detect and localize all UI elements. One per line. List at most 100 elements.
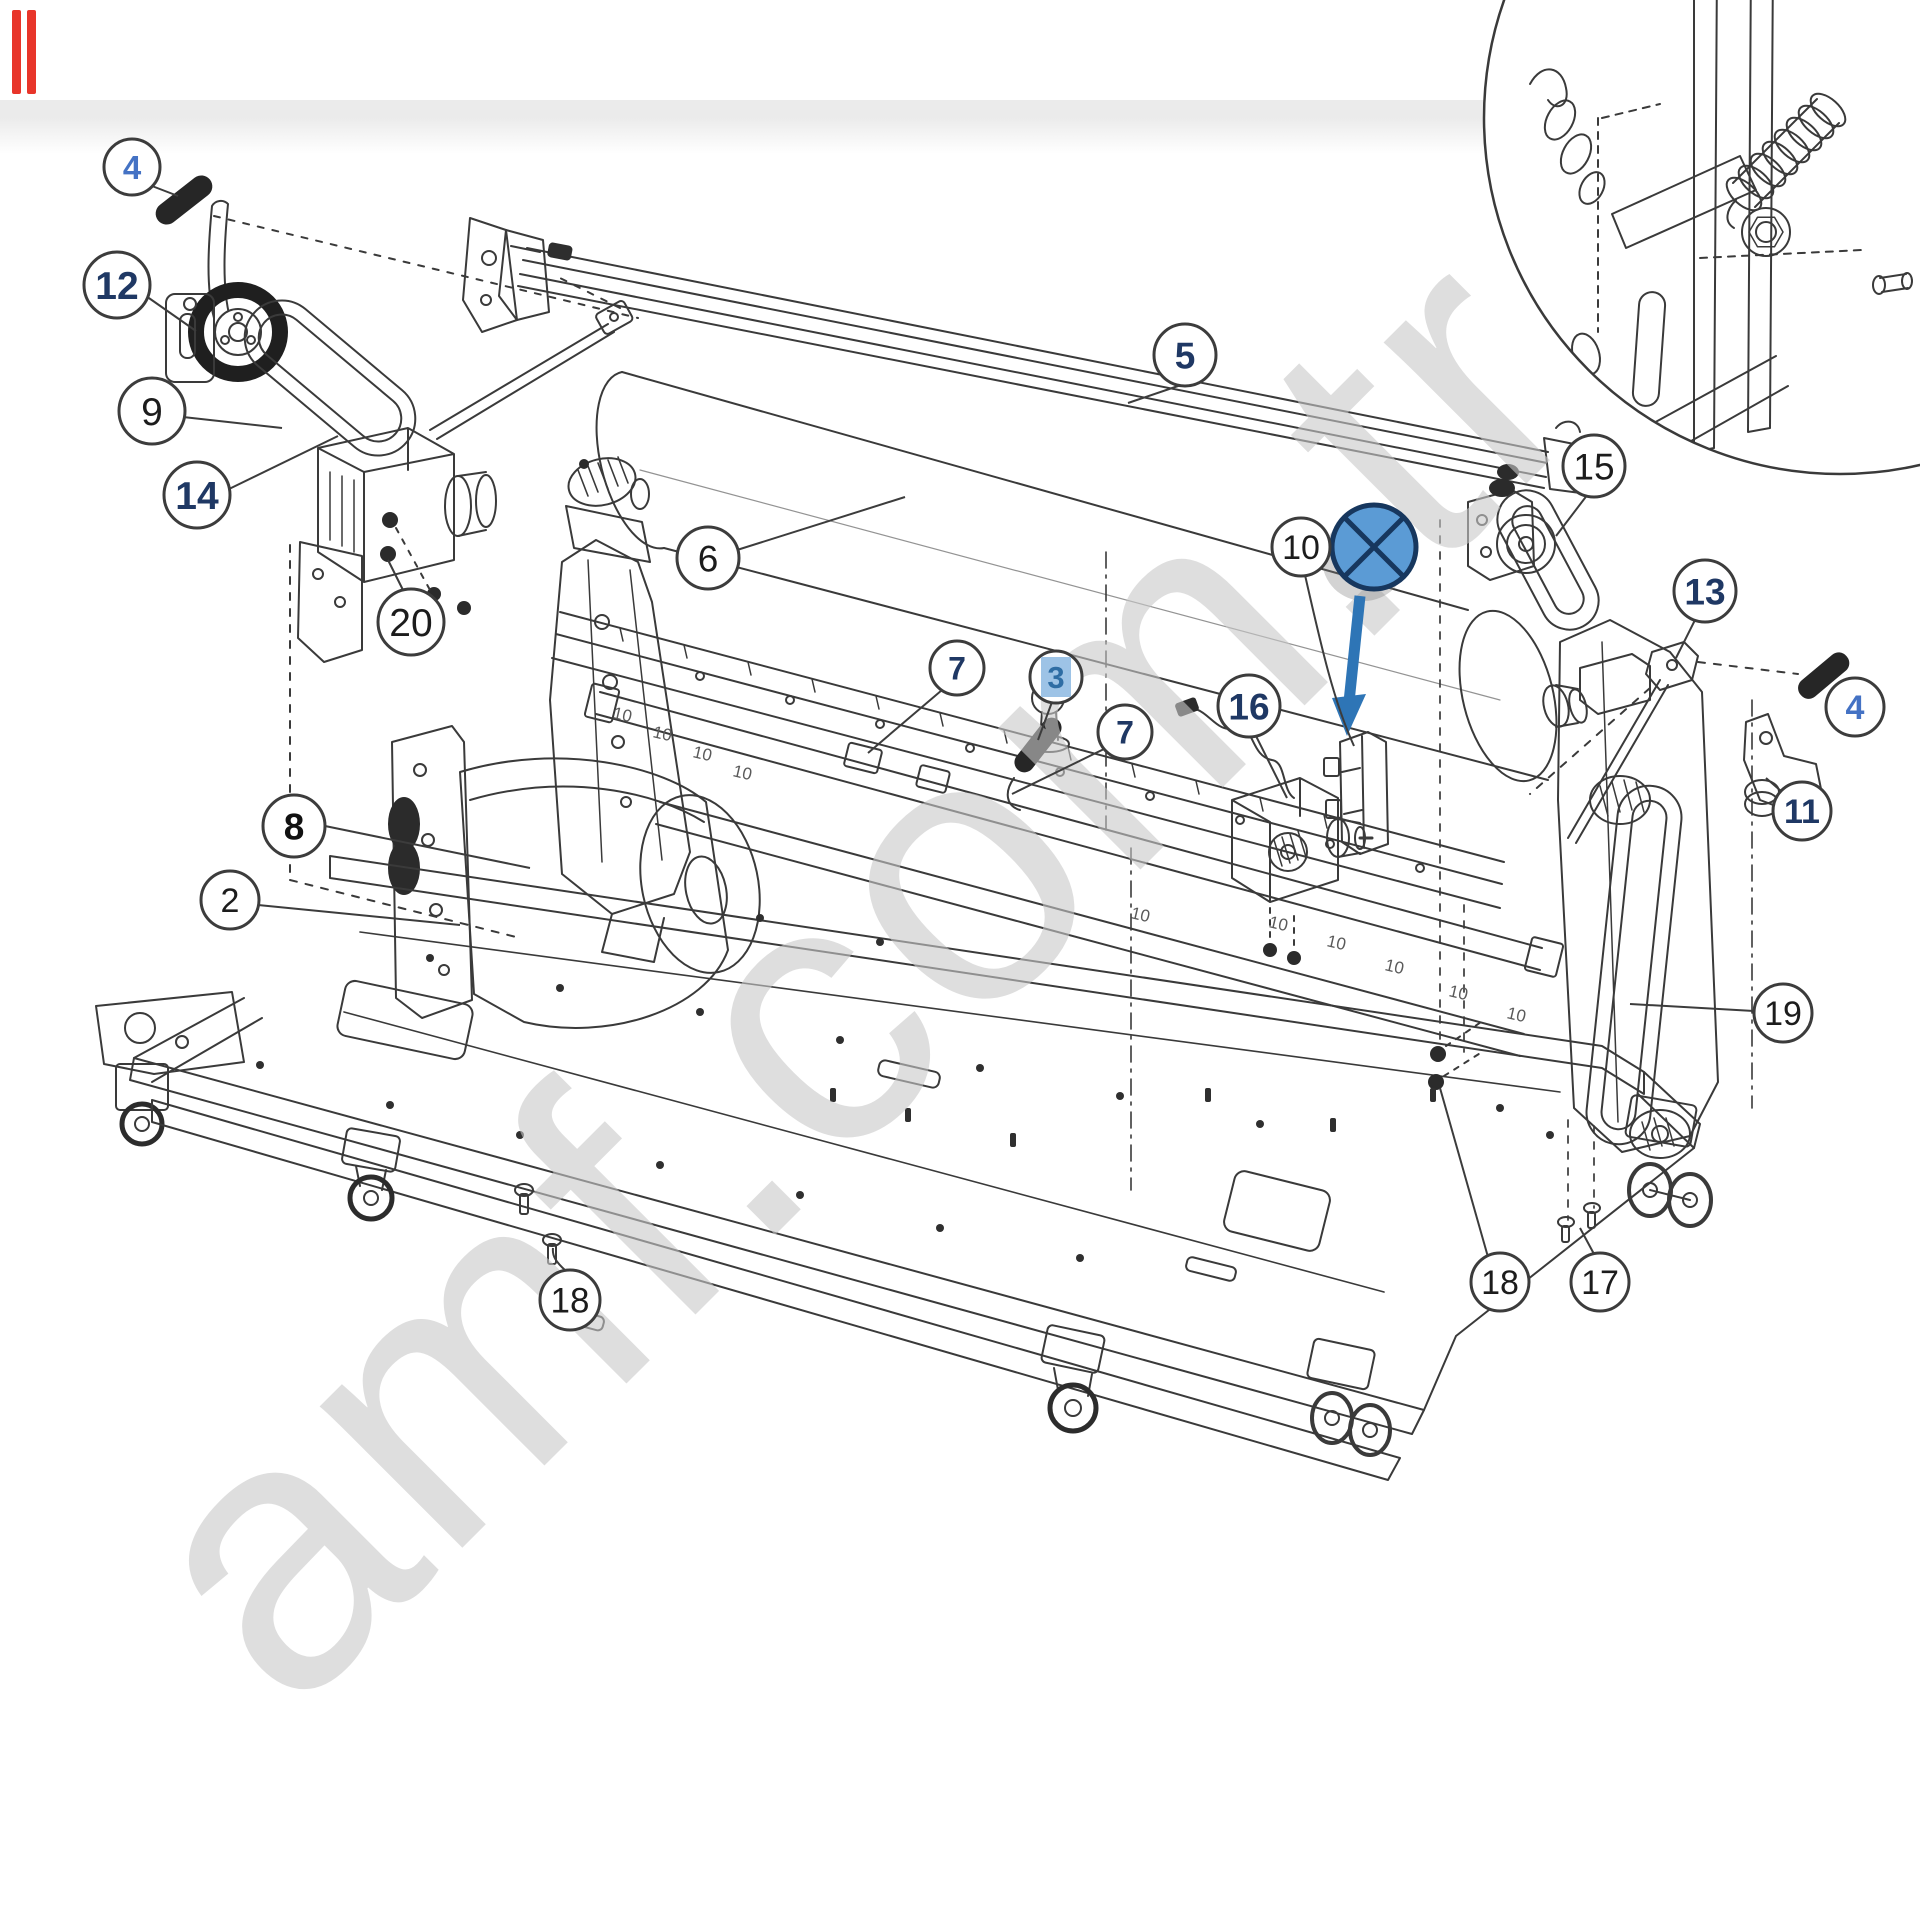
label-balloon-circle[interactable]: [1561, 433, 1627, 499]
base-frame: [95, 519, 1713, 1481]
rail-stamp-text: 10: [691, 742, 714, 765]
label-number-text: 19: [1764, 995, 1802, 1033]
label-leader-line: [257, 904, 461, 926]
label-number-text: 18: [551, 1282, 590, 1321]
label-leader-line: [867, 689, 943, 754]
watermark-text: amf.com.tr: [47, 165, 1659, 1777]
part-label-9[interactable]: 9: [117, 376, 283, 446]
selection-marker-x-icon: [1342, 515, 1406, 579]
label-leader-line: [387, 559, 405, 593]
label-number-text: 9: [141, 391, 163, 434]
label-leader-line: [1304, 574, 1355, 747]
part-label-18[interactable]: 18: [1439, 1087, 1531, 1313]
part-3-spring: [1006, 717, 1062, 811]
label-balloon-circle[interactable]: [1270, 516, 1332, 578]
right-side-plate-belt-19: [1557, 619, 1719, 1159]
part-label-4[interactable]: 4: [102, 137, 179, 197]
label-balloon-circle[interactable]: [1569, 1251, 1631, 1313]
label-number-text: 8: [284, 806, 305, 847]
part-label-8[interactable]: 8: [261, 793, 531, 869]
part-label-11[interactable]: 11: [1765, 777, 1833, 842]
part-label-7[interactable]: 7: [1011, 703, 1154, 795]
label-leader-line: [1765, 777, 1782, 792]
label-balloon-circle[interactable]: [261, 793, 327, 859]
part-label-12[interactable]: 12: [82, 250, 197, 332]
label-balloon-circle[interactable]: [82, 250, 152, 320]
label-number-text: 18: [1481, 1264, 1519, 1302]
part-label-20[interactable]: 20: [376, 559, 446, 657]
selection-arrow-head-icon: [1332, 694, 1366, 736]
label-number-text: 6: [698, 538, 719, 579]
label-number-text: 4: [1846, 689, 1865, 727]
part-label-19[interactable]: 19: [1629, 982, 1814, 1044]
left-tensioner-assembly: [155, 175, 639, 457]
label-number-text: 20: [389, 602, 432, 645]
label-balloon-circle[interactable]: [1771, 780, 1833, 842]
label-balloon-circle[interactable]: [1469, 1251, 1531, 1313]
label-leader-line: [1037, 701, 1053, 741]
label-balloon-circle[interactable]: [1216, 673, 1282, 739]
corner-marks: [12, 10, 36, 94]
part-label-5[interactable]: 5: [1127, 322, 1218, 404]
part-label-17[interactable]: 17: [1569, 1227, 1631, 1313]
label-leader-line: [1675, 619, 1696, 659]
rail-stamp-text: 10: [1383, 955, 1406, 978]
label-number-text: 12: [95, 265, 138, 308]
part-label-10[interactable]: 10: [1270, 516, 1355, 747]
label-balloon-circle[interactable]: [1096, 703, 1154, 761]
part-label-18[interactable]: 18: [538, 1247, 602, 1332]
red-corner-bar: [12, 10, 21, 94]
label-leader-line: [1011, 748, 1105, 795]
selection-annotation[interactable]: [1322, 502, 1419, 736]
part-label-7[interactable]: 7: [867, 639, 986, 754]
label-leader-line: [324, 825, 531, 869]
line-art: [95, 0, 1920, 1481]
label-leader-line: [1629, 1003, 1755, 1012]
part-label-4[interactable]: 4: [1824, 676, 1886, 738]
label-balloon-circle[interactable]: [1152, 322, 1218, 388]
inset-detail-circle: [1482, 0, 1920, 476]
label-leader-line: [1439, 1087, 1489, 1258]
label-leader-line: [182, 416, 283, 429]
label-number-text: 3: [1047, 660, 1064, 695]
label-balloon-circle[interactable]: [376, 587, 446, 657]
label-leader-line: [551, 1247, 567, 1272]
rail-stamp-text: 10: [1447, 981, 1470, 1004]
part-labels: 4 12 9 14 20 6 5 15 10 13 4 11 16 77 3 8 2 19 18 18 17: [82, 137, 1886, 1332]
part-label-16[interactable]: 16: [1216, 673, 1288, 799]
label-number-text: 13: [1684, 571, 1725, 612]
rail-stamp-text: 10: [1325, 931, 1348, 954]
label-balloon-circle[interactable]: [162, 460, 232, 530]
part-10-bracket: [1323, 731, 1389, 855]
part-label-13[interactable]: 13: [1672, 558, 1738, 659]
label-number-text: 14: [175, 475, 219, 518]
rail-stamp-text: 10: [731, 761, 754, 784]
label-balloon-circle[interactable]: [675, 525, 741, 591]
label-number-text: 15: [1573, 446, 1614, 487]
part-label-15[interactable]: 15: [1555, 433, 1627, 537]
label-balloon-circle[interactable]: [102, 137, 162, 197]
label-number-text: 16: [1228, 686, 1269, 727]
label-balloon-circle[interactable]: [117, 376, 187, 446]
label-balloon-circle[interactable]: [1752, 982, 1814, 1044]
part-label-6[interactable]: 6: [675, 496, 906, 591]
label-number-text: 5: [1175, 335, 1196, 376]
label-number-text: 4: [123, 149, 142, 186]
label-number-text: 10: [1282, 529, 1320, 567]
part-label-14[interactable]: 14: [162, 435, 339, 530]
label-leader-line: [151, 185, 179, 197]
label-balloon-circle[interactable]: [199, 869, 261, 931]
selection-arrow-shaft: [1343, 595, 1366, 703]
label-leader-line: [145, 295, 197, 332]
part-8-motor: [388, 725, 761, 1029]
label-balloon-circle[interactable]: [1824, 676, 1886, 738]
label-balloon-circle[interactable]: [928, 639, 986, 697]
part-label-3[interactable]: 3: [1028, 649, 1084, 741]
label-balloon-circle[interactable]: [1672, 558, 1738, 624]
rail-stamp-text: 10: [1129, 903, 1152, 926]
label-balloon-circle[interactable]: [538, 1268, 602, 1332]
part-label-2[interactable]: 2: [199, 869, 461, 931]
